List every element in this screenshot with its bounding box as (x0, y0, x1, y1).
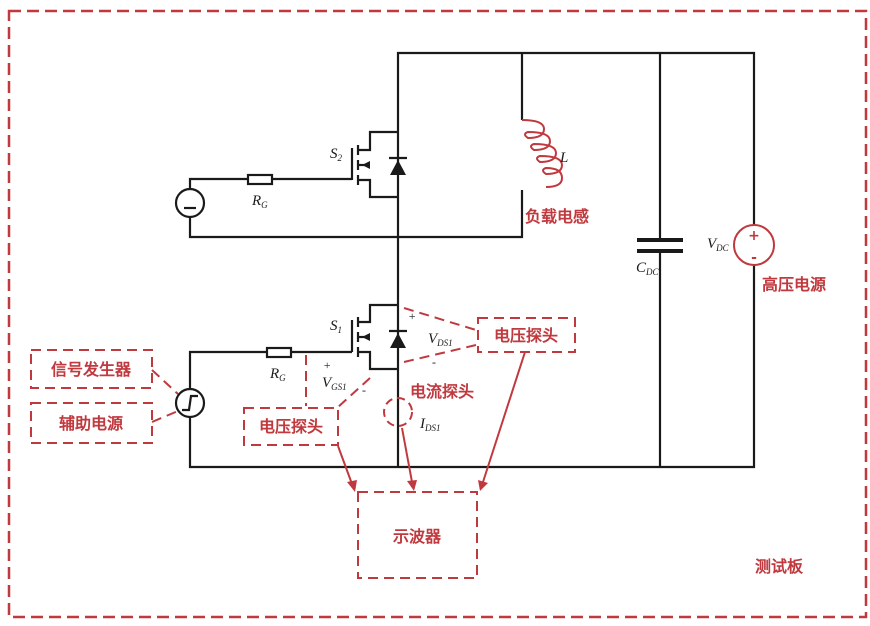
signal-generator-label: 信号发生器 (51, 360, 132, 379)
svg-text:+: + (748, 228, 760, 244)
label-vds1: VDS1 (428, 331, 453, 348)
label-vdc: VDC (707, 236, 730, 253)
capacitor-cdc (637, 238, 683, 253)
label-cdc: CDC (636, 260, 660, 277)
inductor-coil-icon (521, 119, 564, 188)
voltage-probe-gs-box (243, 407, 339, 446)
resistor-rg1 (265, 346, 293, 359)
voltage-probe-ds-label: 电压探头 (494, 326, 558, 345)
vgs-plus: + (323, 358, 331, 372)
current-probe-label: 电流探头 (410, 382, 474, 401)
oscilloscope-box (357, 491, 478, 579)
aux-supply-label: 辅助电源 (59, 414, 123, 433)
test-board-label: 测试板 (755, 557, 804, 576)
vds-minus: - (432, 355, 436, 369)
mosfet-s2 (350, 130, 407, 199)
oscilloscope-label: 示波器 (393, 527, 442, 546)
diode-icon (390, 160, 406, 175)
test-board-border (7, 9, 868, 619)
label-s1: S1 (330, 318, 342, 335)
label-rg1: RG (269, 366, 286, 383)
pulse-source-s1 (174, 387, 206, 419)
diode-icon (390, 333, 406, 348)
current-probe-clamp-icon (383, 397, 413, 427)
load-inductor-label: 负载电感 (525, 207, 589, 226)
circuit-wires (188, 51, 756, 469)
voltage-probe-ds-box (477, 317, 576, 353)
hv-voltage-source: + - (733, 224, 775, 266)
label-l: L (559, 150, 568, 166)
label-vgs1: VGS1 (322, 375, 347, 392)
resistor-rg2 (246, 173, 274, 186)
vds-plus: + (408, 309, 416, 323)
hv-supply-label: 高压电源 (762, 275, 826, 294)
vgs-minus: - (362, 383, 366, 397)
mosfet-s1 (350, 303, 407, 371)
step-pulse-icon (182, 394, 198, 412)
label-rg2: RG (251, 193, 268, 210)
svg-text:-: - (751, 250, 757, 266)
voltage-probe-gs-label: 电压探头 (259, 417, 323, 436)
gate-source-s2 (174, 187, 206, 219)
label-s2: S2 (330, 146, 343, 163)
probe-arrows (337, 351, 526, 492)
label-ids1: IDS1 (419, 416, 441, 433)
